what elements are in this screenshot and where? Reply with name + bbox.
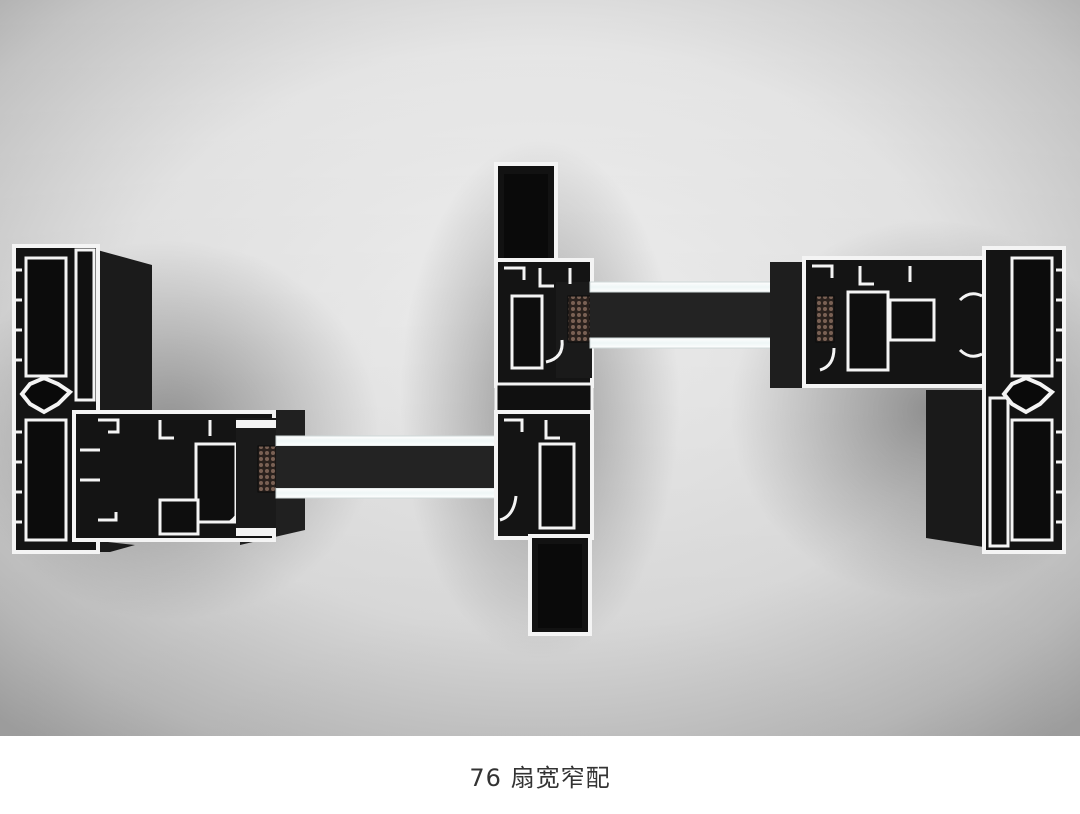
window-profile-cross-section-render xyxy=(0,0,1080,736)
left-glazing-gasket xyxy=(257,445,277,493)
right-glazing-gasket xyxy=(815,295,835,343)
figure-caption: 76 扇宽窄配 xyxy=(469,763,611,792)
right-frame-profile xyxy=(770,246,1066,554)
lower-glass-unit xyxy=(275,435,507,499)
center-mullion-profile xyxy=(494,162,594,636)
center-upper-glazing-gasket xyxy=(567,295,591,343)
